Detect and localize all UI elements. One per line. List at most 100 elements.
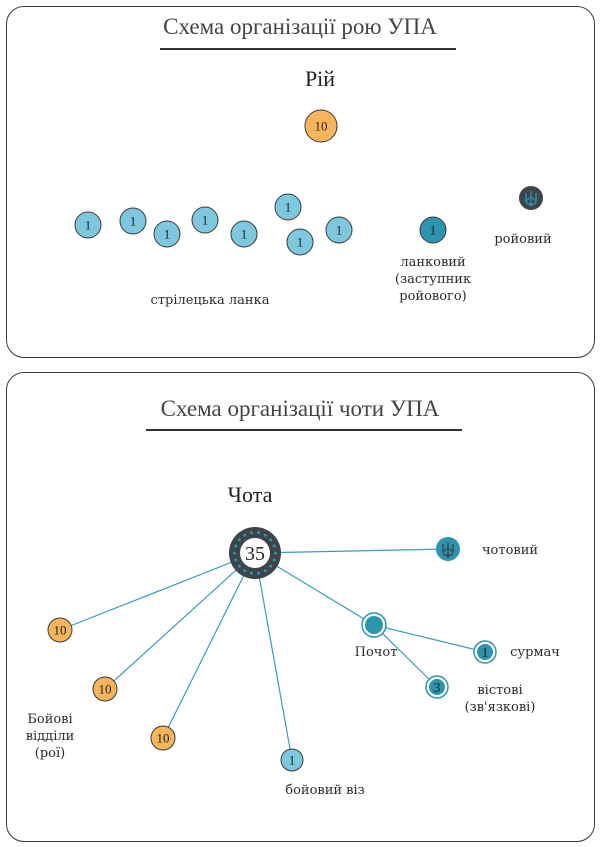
retinue-label: Почот <box>354 645 398 660</box>
ring-dot <box>234 544 238 548</box>
ring-dot <box>243 569 247 573</box>
squad-node-circle <box>92 676 118 702</box>
wagon-label: бойовий віз <box>285 783 365 798</box>
link-leader-node-circle <box>419 216 447 244</box>
rifleman-node-circle <box>230 220 258 248</box>
squad-title-underline <box>160 48 456 50</box>
riflemen-label: стрілецька ланка <box>150 293 270 308</box>
squad-leader-label: ройовий <box>494 232 552 247</box>
ring-dot <box>249 571 253 575</box>
link-leader-node: 1 <box>419 216 447 244</box>
rifleman-node-circle <box>274 193 302 221</box>
ring-dot <box>234 558 238 562</box>
ring-dot <box>269 538 273 542</box>
messengers-label-line: вістові <box>477 683 523 698</box>
connector-line <box>162 552 256 739</box>
squad-node-value: 10 <box>157 731 170 746</box>
rifleman-node-value: 1 <box>297 235 304 250</box>
squad-total-node-value: 10 <box>315 119 328 134</box>
platoon-title-underline <box>146 429 462 431</box>
rifleman-node-value: 1 <box>164 227 171 242</box>
squad-diagram-graphic: 10 1 1 1 1 1 1 1 1 1 <box>74 109 543 256</box>
wagon-node-value: 1 <box>289 753 296 768</box>
platoon-heading: Чота <box>227 482 273 507</box>
retinue-node <box>361 612 387 638</box>
link-leader-label-line: (заступник <box>394 272 472 287</box>
platoon-total-center <box>240 538 270 568</box>
squad-node-value: 10 <box>54 623 67 638</box>
squad-node: 10 <box>150 725 176 751</box>
squads-label-line: Бойові <box>27 712 73 727</box>
connector-line <box>254 552 293 761</box>
rifleman-node-value: 1 <box>130 214 137 229</box>
rifleman-node-value: 1 <box>241 227 248 242</box>
squad-node-value: 10 <box>99 682 112 697</box>
squads-label: Бойові відділи (рої) <box>10 711 90 762</box>
connector-line <box>59 552 256 631</box>
squad-total-node: 10 <box>304 109 338 143</box>
rifleman-node: 1 <box>325 216 353 244</box>
link-leader-label-line: ланковий <box>400 255 466 270</box>
ring-dot <box>237 538 241 542</box>
ring-dot <box>257 571 261 575</box>
squad-node-circle <box>150 725 176 751</box>
ring-dot <box>274 551 277 555</box>
rifleman-node-circle <box>191 206 219 234</box>
ring-dot <box>233 551 236 555</box>
platoon-leader-node <box>436 537 460 561</box>
rifleman-node-circle <box>325 216 353 244</box>
trident-icon-path <box>442 542 454 558</box>
retinue-node-circle <box>365 616 383 634</box>
rifleman-node: 1 <box>119 207 147 235</box>
messengers-label: вістові (зв'язкові) <box>445 682 555 716</box>
rifleman-node: 1 <box>74 211 102 239</box>
squad-heading: Рій <box>304 66 336 91</box>
ring-dot <box>272 558 276 562</box>
platoon-total-value: 35 <box>245 543 265 565</box>
ring-dot <box>243 533 247 537</box>
platoon-diagram-title: Схема організації чоти УПА <box>160 396 440 421</box>
connector-line <box>104 552 256 690</box>
messengers-node: 3 <box>425 675 449 699</box>
trident-icon <box>442 542 454 558</box>
rifleman-node: 1 <box>286 228 314 256</box>
rifleman-node-circle <box>74 211 102 239</box>
link-leader-label-line: ройового) <box>399 289 467 304</box>
squads-label-line: відділи <box>25 729 75 744</box>
rifleman-node: 1 <box>153 220 181 248</box>
ring-dot <box>269 564 273 568</box>
squad-diagram-title: Схема організації рою УПА <box>163 14 437 39</box>
bugler-node-value: 1 <box>482 646 489 661</box>
connector-line <box>254 548 449 554</box>
platoon-leader-label: чотовий <box>481 543 539 558</box>
squads-label-line: (рої) <box>34 746 66 761</box>
rifleman-node-circle <box>119 207 147 235</box>
wagon-node: 1 <box>280 748 304 772</box>
connector-line <box>373 624 486 653</box>
messengers-node-circle <box>429 679 445 695</box>
squad-node-circle <box>47 617 73 643</box>
platoon-total-node: 35 <box>229 527 281 579</box>
rifleman-node-value: 1 <box>85 218 92 233</box>
squad-node: 10 <box>47 617 73 643</box>
connector-line <box>373 624 438 688</box>
bugler-label: сурмач <box>510 645 560 660</box>
bugler-node: 1 <box>473 640 497 664</box>
trident-icon-path <box>525 191 537 207</box>
ring-dot <box>249 531 253 535</box>
rifleman-node: 1 <box>274 193 302 221</box>
ring-dot <box>237 564 241 568</box>
rifleman-node-circle <box>286 228 314 256</box>
rifleman-node-value: 1 <box>285 200 292 215</box>
wagon-node-circle <box>280 748 304 772</box>
ring-dot <box>263 533 267 537</box>
trident-icon <box>525 191 537 207</box>
squad-leader-node <box>519 186 543 210</box>
bugler-node-circle <box>477 644 493 660</box>
link-leader-label: ланковий (заступник ройового) <box>383 254 483 305</box>
messengers-label-line: (зв'язкові) <box>464 700 536 715</box>
link-leader-node-value: 1 <box>430 223 437 238</box>
rifleman-node: 1 <box>230 220 258 248</box>
rifleman-node-value: 1 <box>202 213 209 228</box>
